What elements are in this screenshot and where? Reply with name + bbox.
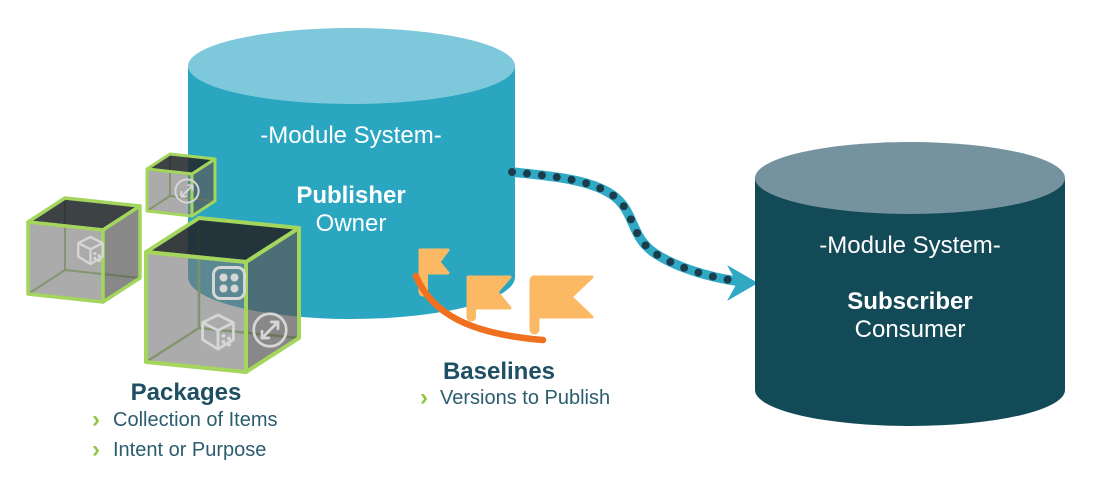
packages-bullet-2: › Intent or Purpose [92, 436, 266, 463]
flag-icon-medium [466, 275, 512, 322]
packages-label-group: Packages › Collection of Items › Intent … [92, 379, 278, 463]
subscriber-subrole-label: Consumer [855, 316, 966, 343]
flag-icon-large [529, 275, 594, 335]
subscriber-role-label: Subscriber [847, 288, 972, 315]
packages-bullet-label: Collection of Items [113, 409, 278, 431]
package-cube-medium [26, 196, 142, 304]
package-cube-small [145, 152, 217, 218]
subscriber-cylinder-top [755, 142, 1065, 214]
package-cube-large [144, 216, 301, 374]
bullet-chevron-icon: › [420, 384, 428, 411]
dotted-arrow-icon [507, 167, 758, 301]
publisher-role-label: Publisher [296, 182, 405, 209]
baselines-bullet-1: › Versions to Publish [420, 384, 610, 411]
publisher-cylinder-top [188, 28, 515, 104]
arrow-line [507, 167, 741, 286]
packages-cubes [26, 152, 301, 374]
baseline-flags [418, 248, 594, 335]
cube-front-face [144, 250, 248, 374]
packages-heading: Packages [131, 379, 242, 406]
timeline-curve [412, 272, 547, 344]
baselines-heading: Baselines [443, 358, 555, 385]
subscriber-cylinder: -Module System- Subscriber Consumer [755, 142, 1065, 426]
cube-right-face [101, 204, 142, 304]
arrow-head [727, 265, 758, 301]
packages-bullet-label: Intent or Purpose [113, 439, 266, 461]
publisher-system-label: -Module System- [260, 122, 441, 149]
arrow-dots [508, 168, 740, 285]
bullet-chevron-icon: › [92, 436, 100, 463]
publisher-subrole-label: Owner [316, 210, 387, 237]
packages-bullet-1: › Collection of Items [92, 406, 278, 433]
bullet-chevron-icon: › [92, 406, 100, 433]
subscriber-cylinder-body [755, 178, 1065, 426]
subscriber-system-label: -Module System- [819, 232, 1000, 259]
baselines-label-group: Baselines › Versions to Publish [420, 358, 610, 411]
baselines-bullet-label: Versions to Publish [440, 387, 610, 409]
